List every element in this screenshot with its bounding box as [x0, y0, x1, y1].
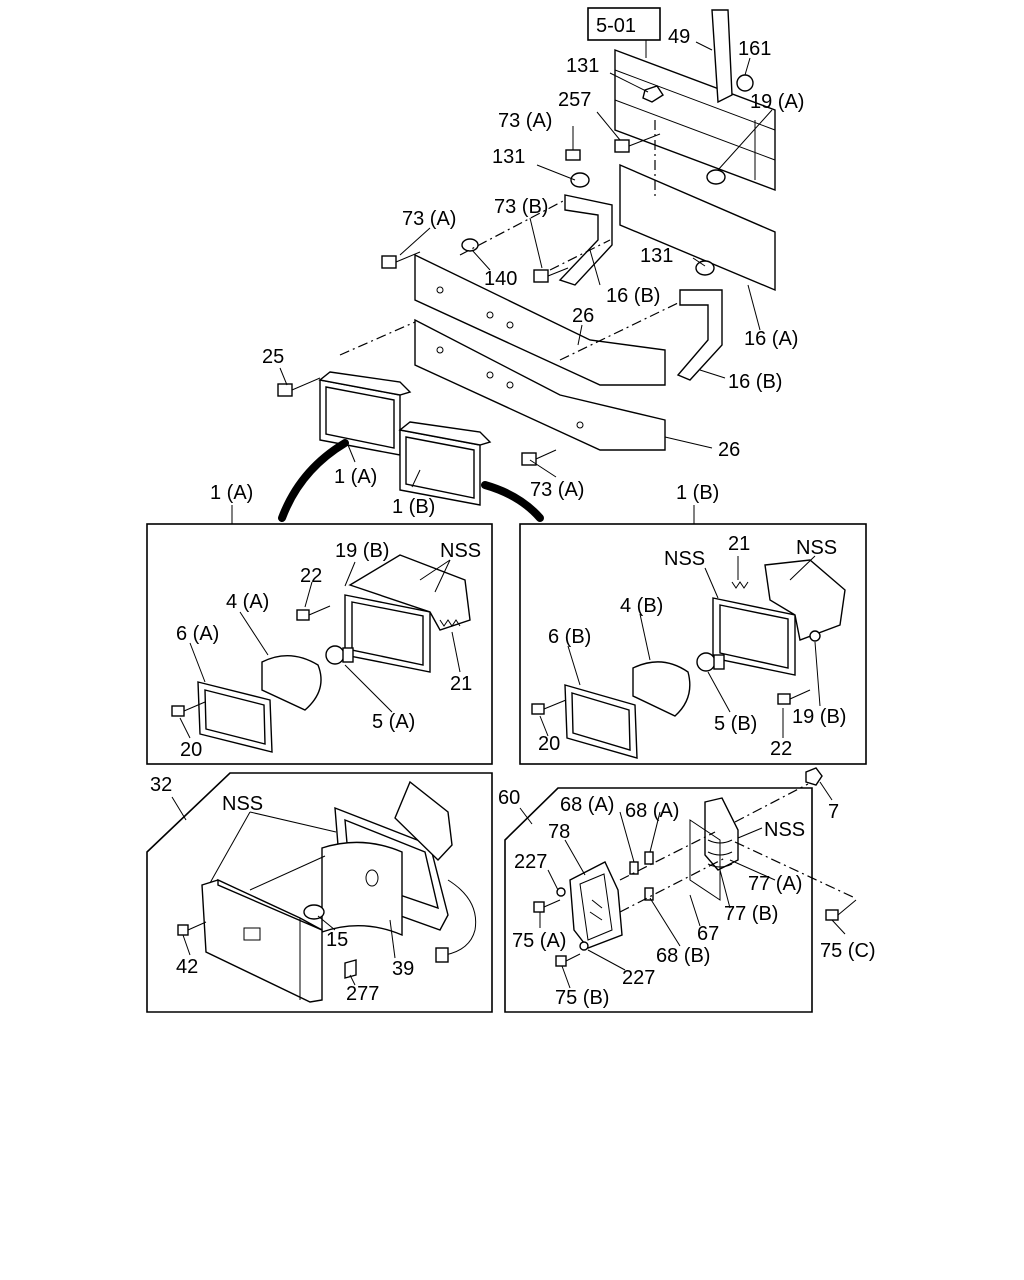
panel-32-label-39: 39 — [392, 958, 414, 980]
plate-holes — [436, 286, 584, 429]
bracket-16b-lower — [676, 289, 723, 381]
panel-60: 60 — [498, 767, 876, 1013]
panel-60-label-67: 67 — [697, 923, 719, 945]
panel-1a-title: 1 (A) — [210, 482, 253, 504]
leaders-top — [279, 41, 773, 488]
arrow-to-1a — [278, 439, 349, 522]
panel-1b-label-21: 21 — [728, 533, 750, 555]
panel-1a: 1 (A) — [146, 482, 493, 765]
panel-1a-label-22: 22 — [300, 565, 322, 587]
panel-60-label-77a: 77 (A) — [748, 873, 802, 895]
label-26-lower: 26 — [718, 439, 740, 461]
panel-1b-label-nss-right: NSS — [796, 537, 837, 559]
nut-131-top — [642, 85, 664, 103]
bracket-16b-upper — [558, 194, 613, 286]
bracket-plate-upper — [414, 253, 666, 386]
bracket-plate-lower — [414, 318, 666, 451]
bolt-73a-bottom — [521, 449, 557, 466]
panel-32-label-15: 15 — [326, 929, 348, 951]
lamp-1a-small — [318, 371, 412, 456]
label-140: 140 — [484, 268, 517, 290]
label-257: 257 — [558, 89, 591, 111]
panel-1b-label-6b: 6 (B) — [548, 626, 591, 648]
panel-60-label-75c: 75 (C) — [820, 940, 876, 962]
panel-32-label-277: 277 — [346, 983, 379, 1005]
washer-131 — [570, 172, 590, 188]
panel-1b-label-nss-left: NSS — [664, 548, 705, 570]
panel-1a-label-5a: 5 (A) — [372, 711, 415, 733]
panel-60-title: 60 — [498, 787, 520, 809]
panel-60-label-75a: 75 (A) — [512, 930, 566, 952]
panel-1b-label-5b: 5 (B) — [714, 713, 757, 735]
panel-1a-label-21: 21 — [450, 673, 472, 695]
bolt-73b — [533, 267, 569, 283]
panel-60-label-68a-right: 68 (A) — [625, 800, 679, 822]
panel-1a-label-6a: 6 (A) — [176, 623, 219, 645]
label-73a-bottom: 73 (A) — [530, 479, 584, 501]
panel-1a-label-19b: 19 (B) — [335, 540, 389, 562]
panel-1a-label-4a: 4 (A) — [226, 591, 269, 613]
bolt-73a-top — [565, 126, 581, 161]
label-131-top: 131 — [566, 55, 599, 77]
washer-140 — [461, 238, 479, 252]
panel-1a-label-nss: NSS — [440, 540, 481, 562]
label-16a: 16 (A) — [744, 328, 798, 350]
bolt-25 — [277, 377, 321, 397]
frame-rail — [614, 48, 776, 192]
panel-1b-label-19b: 19 (B) — [792, 706, 846, 728]
label-73b: 73 (B) — [494, 196, 548, 218]
label-73a-top: 73 (A) — [498, 110, 552, 132]
panel-32-label-42: 42 — [176, 956, 198, 978]
arrow-to-1b — [481, 481, 544, 522]
panel-60-label-68b: 68 (B) — [656, 945, 710, 967]
label-26-upper: 26 — [572, 305, 594, 327]
panel-60-label-68a-left: 68 (A) — [560, 794, 614, 816]
panel-60-label-227-bottom: 227 — [622, 967, 655, 989]
crossmember-16a — [619, 163, 776, 292]
panel-1b-label-20: 20 — [538, 733, 560, 755]
panel-32: 32 NSS 15 — [146, 772, 493, 1013]
ref-box[interactable] — [587, 7, 661, 41]
panel-60-label-227-top: 227 — [514, 851, 547, 873]
label-16b-upper: 16 (B) — [606, 285, 660, 307]
lamp-1b-small — [398, 421, 492, 506]
panel-60-label-78: 78 — [548, 821, 570, 843]
label-49: 49 — [668, 26, 690, 48]
panel-32-title: 32 — [150, 774, 172, 796]
label-131-right: 131 — [640, 245, 673, 267]
washer-131-right — [695, 260, 715, 276]
label-131-mid: 131 — [492, 146, 525, 168]
panel-1a-label-20: 20 — [180, 739, 202, 761]
panel-1b-label-4b: 4 (B) — [620, 595, 663, 617]
panel-1b-title: 1 (B) — [676, 482, 719, 504]
label-1b-small: 1 (B) — [392, 496, 435, 518]
label-73a-left: 73 (A) — [402, 208, 456, 230]
panel-60-label-75b: 75 (B) — [555, 987, 609, 1009]
label-161: 161 — [738, 38, 771, 60]
top-callouts: 49 161 131 19 (A) 257 73 (A) 131 73 (A) … — [262, 26, 804, 518]
panel-60-label-77b: 77 (B) — [724, 903, 778, 925]
panel-1b-label-22: 22 — [770, 738, 792, 760]
nut-161 — [736, 74, 754, 92]
label-19a: 19 (A) — [750, 91, 804, 113]
label-25: 25 — [262, 346, 284, 368]
washer-19a — [706, 169, 726, 185]
panel-60-label-7: 7 — [828, 801, 839, 823]
panel-60-label-nss: NSS — [764, 819, 805, 841]
label-16b-lower: 16 (B) — [728, 371, 782, 393]
ref-box-label: 5-01 — [596, 15, 636, 37]
strap-49 — [711, 9, 733, 104]
label-1a-small: 1 (A) — [334, 466, 377, 488]
top-assembly: 5-01 — [262, 7, 804, 522]
panel-1b: 1 (B) 21 NSS NSS — [519, 482, 867, 765]
panel-32-label-nss: NSS — [222, 793, 263, 815]
bolt-73a-left — [381, 251, 421, 269]
